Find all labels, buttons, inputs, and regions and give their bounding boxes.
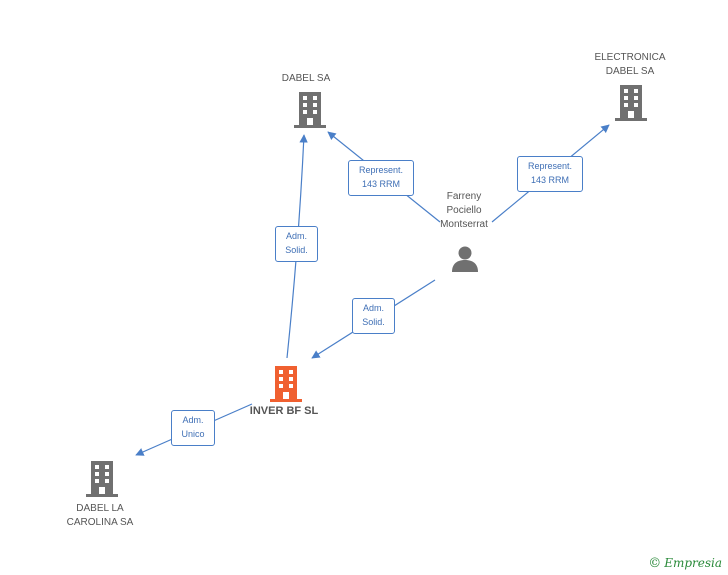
building-icon[interactable] bbox=[294, 92, 326, 128]
node-name-line: Farreny bbox=[446, 191, 482, 202]
person-icon[interactable] bbox=[450, 244, 480, 274]
brand-name: Empresia bbox=[664, 556, 722, 570]
edge-label-line: Solid. bbox=[285, 245, 308, 255]
node-name: INVER BF SL bbox=[249, 405, 319, 417]
edge-label-person-electronica[interactable]: Represent. 143 RRM bbox=[517, 156, 583, 192]
node-name-line: ELECTRONICA bbox=[594, 52, 666, 63]
edge-label-person-dabel[interactable]: Represent. 143 RRM bbox=[348, 160, 414, 196]
edge-label-line: Adm. bbox=[182, 415, 204, 425]
node-name-line: Montserrat bbox=[440, 219, 488, 230]
copyright-icon: © bbox=[648, 556, 662, 571]
edge-label-person-inver[interactable]: Adm. Solid. bbox=[352, 298, 395, 334]
node-label-electronica[interactable]: ELECTRONICA DABEL SA bbox=[574, 51, 686, 79]
building-icon[interactable] bbox=[270, 366, 302, 402]
node-name-line: CAROLINA SA bbox=[66, 517, 134, 528]
node-name-line: DABEL SA bbox=[605, 66, 655, 77]
edge-label-line: Solid. bbox=[362, 317, 385, 327]
node-name: DABEL SA bbox=[281, 73, 331, 84]
node-label-dabel[interactable]: DABEL SA bbox=[250, 72, 362, 86]
edge-label-inver-dabel[interactable]: Adm. Solid. bbox=[275, 226, 318, 262]
edge-label-line: Adm. bbox=[362, 303, 384, 313]
edge-label-line: 143 RRM bbox=[361, 179, 400, 189]
building-icon[interactable] bbox=[615, 85, 647, 121]
edge-label-line: Represent. bbox=[527, 161, 573, 171]
node-name-line: Pociello bbox=[446, 205, 482, 216]
edge-label-inver-carolina[interactable]: Adm. Unico bbox=[171, 410, 215, 446]
edge-label-line: 143 RRM bbox=[530, 175, 569, 185]
node-name-line: DABEL LA bbox=[76, 503, 124, 514]
edge-label-line: Represent. bbox=[358, 165, 404, 175]
edge-label-line: Unico bbox=[181, 429, 205, 439]
node-label-inver[interactable]: INVER BF SL bbox=[228, 404, 340, 418]
edge-label-line: Adm. bbox=[285, 231, 307, 241]
node-label-carolina[interactable]: DABEL LA CAROLINA SA bbox=[44, 502, 156, 530]
building-icon[interactable] bbox=[86, 461, 118, 497]
node-label-person[interactable]: Farreny Pociello Montserrat bbox=[408, 190, 520, 232]
brand-watermark: ©Empresia bbox=[648, 556, 722, 571]
